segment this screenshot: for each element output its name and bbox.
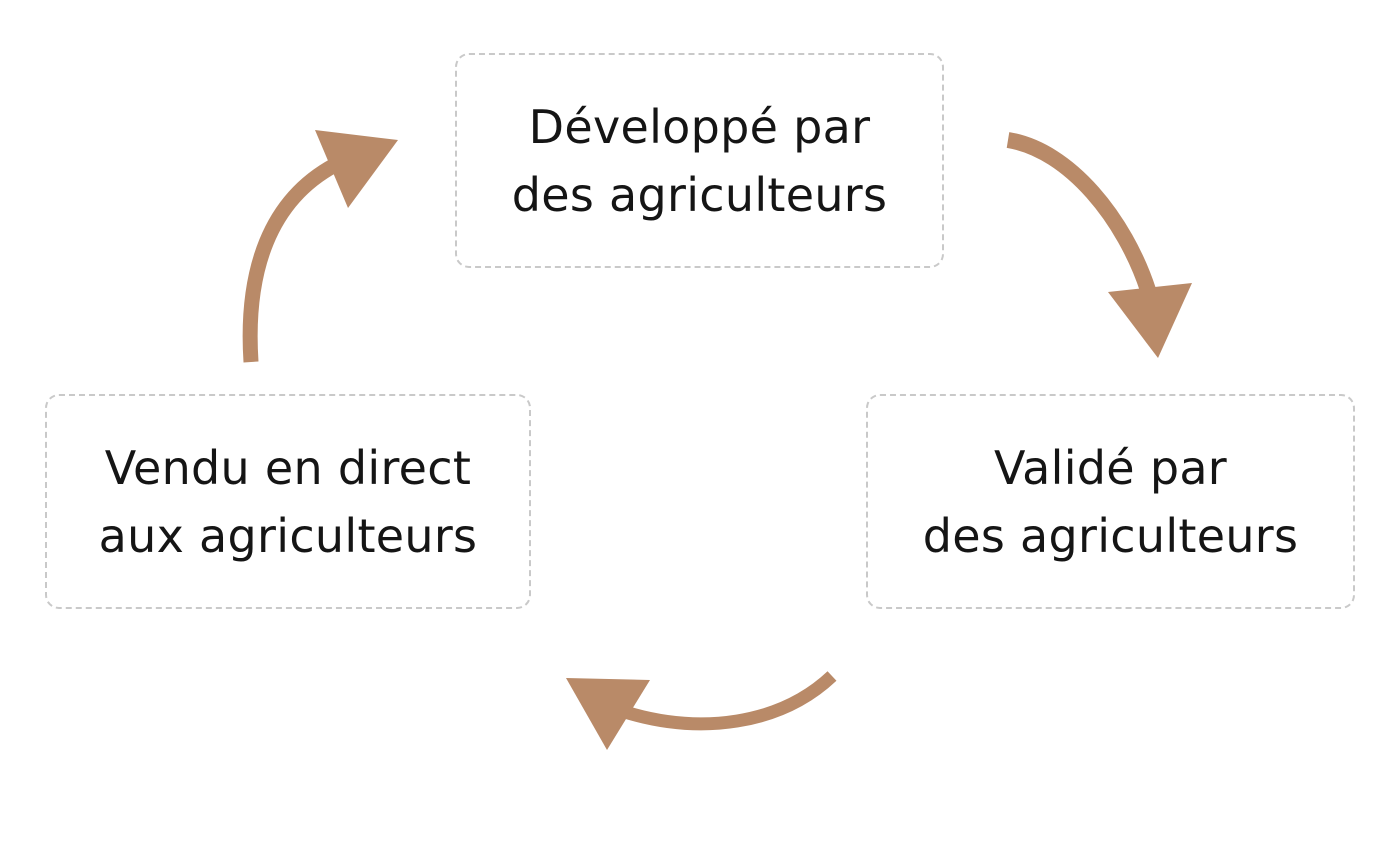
arrow-top-to-right-icon xyxy=(1006,132,1192,358)
node-label-line: Vendu en direct xyxy=(104,440,472,495)
arrow-right-to-left-icon xyxy=(566,671,837,750)
node-label-line: aux agriculteurs xyxy=(98,508,478,563)
node-validated-by-farmers: Validé par des agriculteurs xyxy=(866,394,1355,609)
node-sold-direct-to-farmers: Vendu en direct aux agriculteurs xyxy=(45,394,531,609)
node-label-line: Validé par xyxy=(993,440,1228,495)
node-label-line: des agriculteurs xyxy=(511,167,888,222)
arrow-left-to-top-icon xyxy=(242,130,398,363)
node-label-line: des agriculteurs xyxy=(922,508,1299,563)
node-label-line: Développé par xyxy=(528,99,871,154)
node-developed-by-farmers: Développé par des agriculteurs xyxy=(455,53,944,268)
